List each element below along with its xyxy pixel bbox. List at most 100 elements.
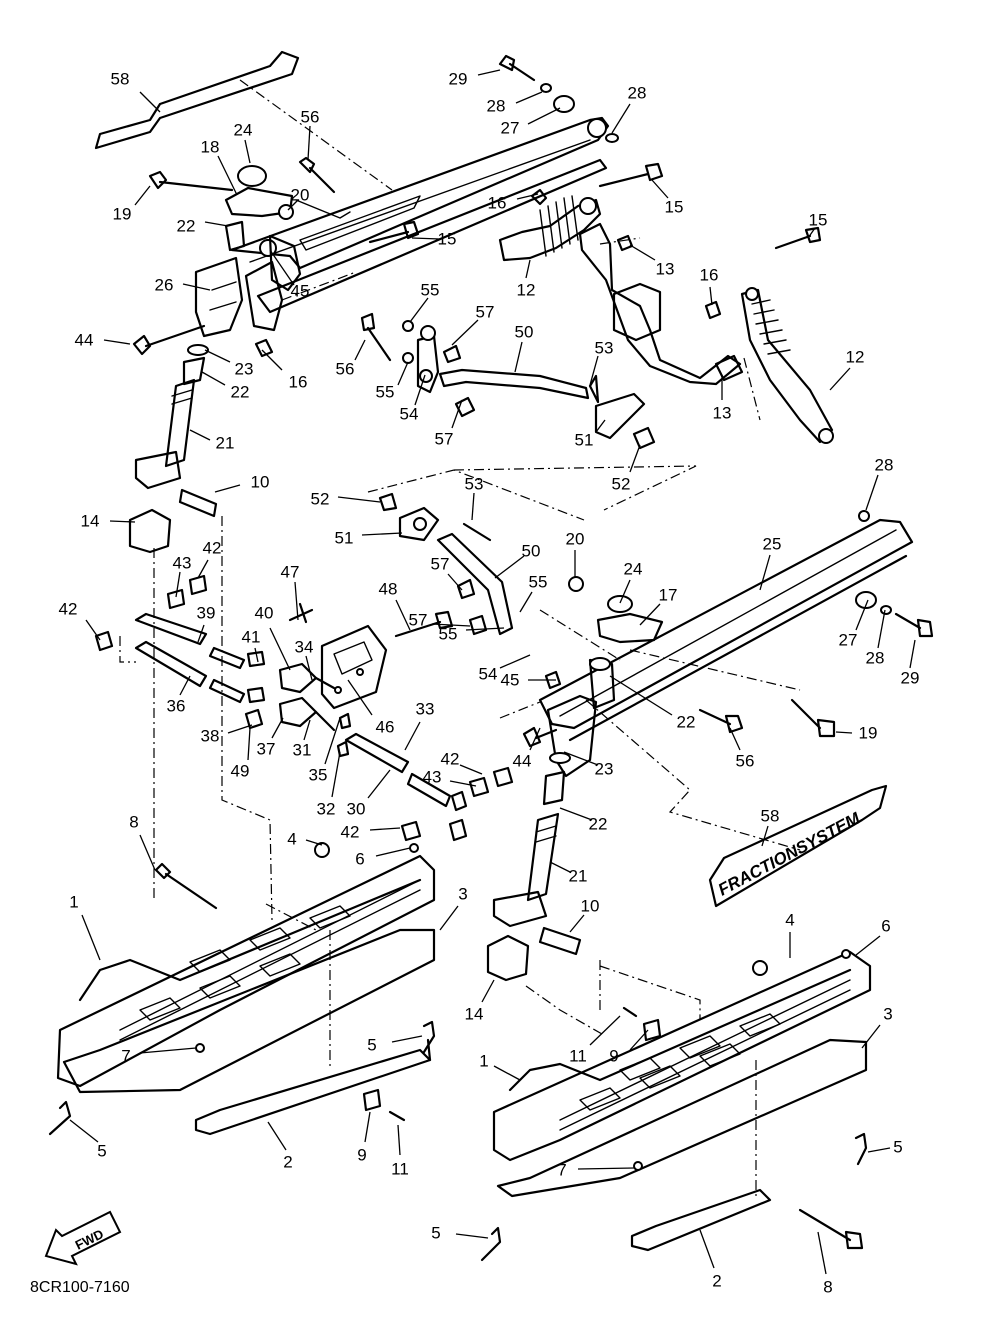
callout-24: 24 bbox=[624, 559, 643, 578]
callout-1: 1 bbox=[479, 1051, 488, 1070]
callout-58: 58 bbox=[761, 806, 780, 825]
callout-27: 27 bbox=[501, 118, 520, 137]
tie-rod-shaft bbox=[344, 732, 410, 774]
leader-line-54 bbox=[499, 654, 531, 669]
leader-line-48 bbox=[395, 599, 411, 631]
tie-rod-middle bbox=[436, 532, 514, 636]
callout-56: 56 bbox=[301, 107, 320, 126]
leader-line-43 bbox=[449, 780, 477, 787]
leader-line-10 bbox=[214, 484, 241, 493]
leader-line-13 bbox=[629, 244, 656, 261]
callout-54: 54 bbox=[479, 664, 498, 683]
leader-line-31 bbox=[303, 719, 311, 741]
callout-23: 23 bbox=[235, 359, 254, 378]
leader-line-14 bbox=[109, 520, 136, 523]
pivot-shaft-upper bbox=[134, 612, 208, 646]
callout-49: 49 bbox=[231, 761, 250, 780]
leader-line-3 bbox=[439, 905, 459, 931]
ski-right bbox=[480, 949, 872, 1262]
callout-16: 16 bbox=[289, 372, 308, 391]
leader-line-2 bbox=[699, 1229, 715, 1269]
callout-27: 27 bbox=[839, 630, 858, 649]
callout-11: 11 bbox=[569, 1046, 587, 1065]
callout-5: 5 bbox=[431, 1223, 440, 1242]
callout-32: 32 bbox=[317, 799, 336, 818]
leader-line-22 bbox=[609, 675, 673, 716]
callout-55: 55 bbox=[421, 280, 440, 299]
callout-56: 56 bbox=[736, 751, 755, 770]
leader-line-57 bbox=[451, 319, 479, 346]
callout-13: 13 bbox=[713, 403, 732, 422]
callout-55: 55 bbox=[529, 572, 548, 591]
leader-lines bbox=[69, 69, 916, 1275]
callout-31: 31 bbox=[293, 740, 312, 759]
callout-28: 28 bbox=[875, 455, 894, 474]
leader-line-49 bbox=[247, 727, 251, 761]
callout-4: 4 bbox=[287, 829, 296, 848]
callout-42: 42 bbox=[341, 822, 360, 841]
leader-line-52 bbox=[629, 444, 641, 473]
leader-line-8 bbox=[817, 1231, 827, 1275]
callout-41: 41 bbox=[242, 627, 261, 646]
leader-line-15 bbox=[807, 227, 816, 239]
callout-19: 19 bbox=[113, 204, 132, 223]
leader-line-19 bbox=[134, 185, 151, 206]
callout-33: 33 bbox=[416, 699, 435, 718]
callout-47: 47 bbox=[281, 562, 300, 581]
leader-line-55 bbox=[519, 591, 533, 613]
leader-line-21 bbox=[549, 861, 571, 873]
leader-line-53 bbox=[471, 492, 475, 521]
leader-line-56 bbox=[354, 339, 366, 361]
callout-22: 22 bbox=[589, 814, 608, 833]
pivot-shaft-lower bbox=[134, 640, 208, 688]
leader-line-23 bbox=[204, 349, 231, 363]
callout-45: 45 bbox=[501, 670, 520, 689]
callout-9: 9 bbox=[357, 1145, 366, 1164]
leader-line-15 bbox=[411, 237, 441, 240]
leader-line-2 bbox=[267, 1121, 287, 1151]
callout-55: 55 bbox=[439, 624, 458, 643]
callout-28: 28 bbox=[628, 83, 647, 102]
callout-53: 53 bbox=[595, 338, 614, 357]
callout-10: 10 bbox=[251, 472, 270, 491]
leader-line-44 bbox=[103, 339, 131, 345]
leader-line-29 bbox=[909, 639, 916, 669]
leader-line-51 bbox=[361, 532, 403, 536]
leader-line-22 bbox=[559, 807, 593, 821]
leader-line-55 bbox=[409, 297, 429, 323]
leader-line-7 bbox=[139, 1047, 197, 1054]
leader-line-30 bbox=[367, 769, 391, 799]
leader-line-14 bbox=[481, 979, 495, 1003]
callout-42: 42 bbox=[441, 749, 460, 768]
leader-line-9 bbox=[629, 1029, 649, 1051]
leader-line-36 bbox=[179, 675, 191, 696]
leader-line-21 bbox=[189, 429, 211, 441]
callout-11: 11 bbox=[391, 1159, 409, 1178]
callout-57: 57 bbox=[435, 429, 454, 448]
callout-22: 22 bbox=[177, 216, 196, 235]
leader-line-57 bbox=[431, 623, 471, 627]
callout-8: 8 bbox=[823, 1277, 832, 1296]
leader-line-34 bbox=[305, 655, 313, 681]
callout-39: 39 bbox=[197, 603, 216, 622]
callout-26: 26 bbox=[155, 275, 174, 294]
leader-line-16 bbox=[709, 286, 713, 306]
callout-5: 5 bbox=[893, 1137, 902, 1156]
steering-plate bbox=[320, 624, 388, 710]
shock-absorber-upper bbox=[498, 198, 602, 262]
leader-line-26 bbox=[182, 283, 211, 291]
leader-line-12 bbox=[829, 367, 851, 391]
callout-50: 50 bbox=[515, 322, 534, 341]
leader-line-5 bbox=[867, 1147, 891, 1153]
leader-line-42 bbox=[197, 559, 209, 579]
callout-7: 7 bbox=[121, 1046, 130, 1065]
leader-line-42 bbox=[369, 827, 401, 831]
callout-3: 3 bbox=[458, 884, 467, 903]
fwd-arrow-icon: FWD bbox=[44, 1210, 122, 1266]
callout-57: 57 bbox=[476, 302, 495, 321]
leader-line-28 bbox=[515, 91, 543, 104]
callout-10: 10 bbox=[581, 896, 600, 915]
leader-line-9 bbox=[364, 1111, 371, 1143]
decal-badge-lower bbox=[708, 784, 888, 908]
callout-21: 21 bbox=[569, 866, 588, 885]
